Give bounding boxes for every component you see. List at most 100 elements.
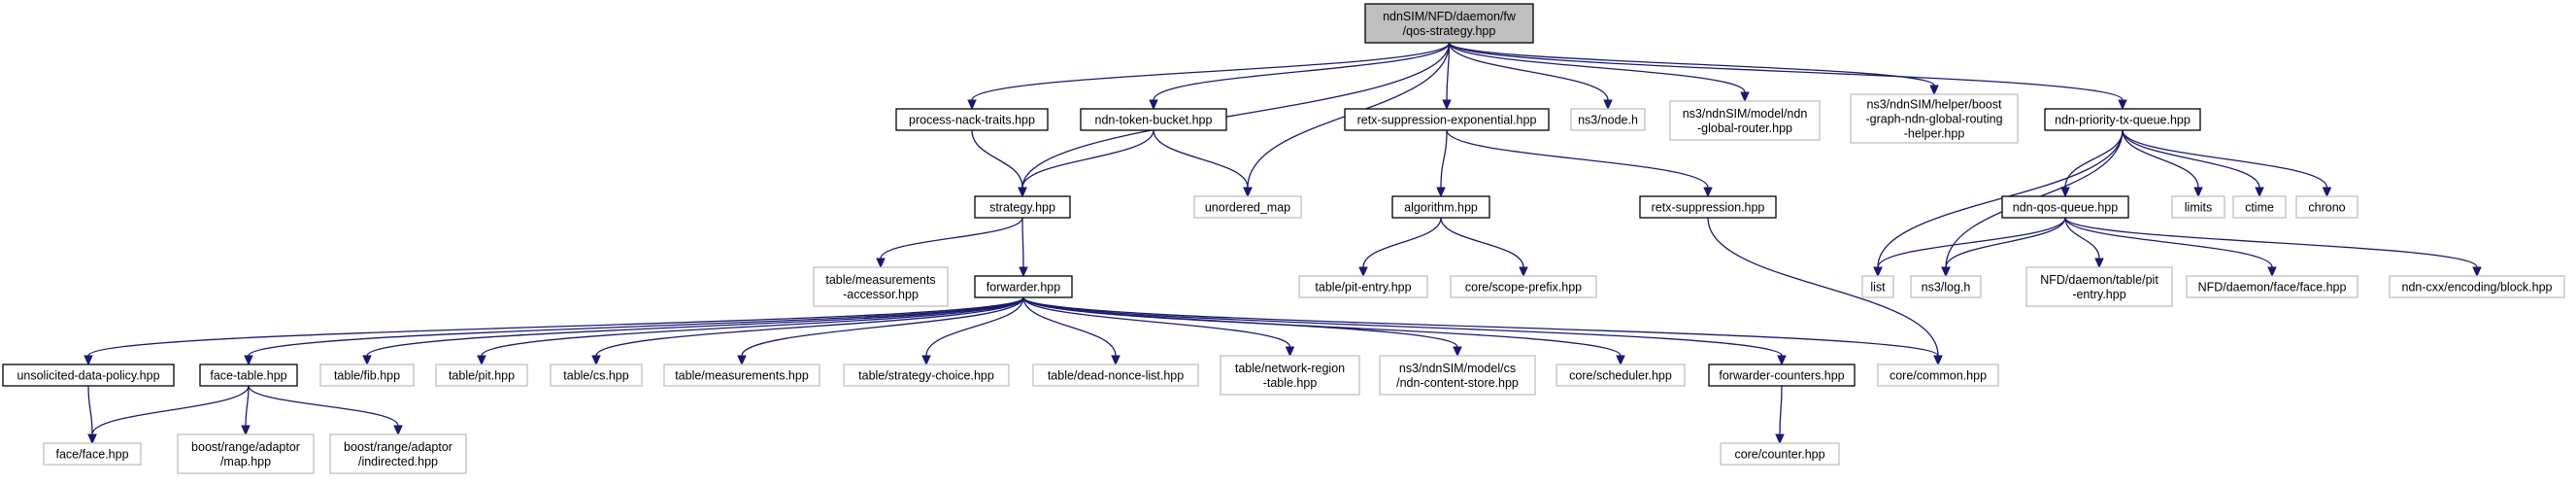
- edge-ndn_qos_queue-to-list: [1873, 217, 2066, 278]
- node-network-region-table: table/network-region-table.hpp: [1220, 355, 1360, 396]
- node-label: -graph-ndn-global-routing: [1865, 113, 2002, 126]
- edge-algorithm-to-pit_entry: [1358, 217, 1442, 278]
- node-label: /indirected.hpp: [358, 455, 438, 468]
- node-label: ctime: [2245, 201, 2274, 215]
- edge-ndn_priority_tx_queue-to-chrono: [2122, 129, 2332, 198]
- edge-forwarder-to-pit: [477, 296, 1024, 366]
- node-forwarder-counters[interactable]: forwarder-counters.hpp: [1708, 364, 1856, 387]
- edge-qos_strategy-to-ndn_token_bucket: [1149, 42, 1451, 111]
- node-unordered-map: unordered_map: [1193, 195, 1302, 219]
- edge-ndn_qos_queue-to-nfd_face: [2064, 217, 2277, 278]
- node-label: NFD/daemon/table/pit: [2040, 273, 2158, 287]
- node-label: retx-suppression-exponential.hpp: [1357, 114, 1537, 127]
- node-list: list: [1861, 275, 1894, 298]
- node-label: table/measurements.hpp: [675, 369, 809, 383]
- node-label: ns3/node.h: [1578, 114, 1638, 127]
- node-label: ns3/ndnSIM/model/ndn: [1683, 107, 1808, 121]
- node-label: table/pit-entry.hpp: [1315, 281, 1411, 294]
- node-label: /map.hpp: [220, 455, 271, 468]
- node-scope-prefix: core/scope-prefix.hpp: [1450, 275, 1597, 298]
- node-ndn-priority-tx-queue[interactable]: ndn-priority-tx-queue.hpp: [2044, 108, 2201, 131]
- node-label: -global-router.hpp: [1697, 121, 1792, 135]
- node-process-nack-traits[interactable]: process-nack-traits.hpp: [895, 108, 1049, 131]
- node-face-table[interactable]: face-table.hpp: [199, 364, 298, 387]
- node-common: core/common.hpp: [1877, 364, 1999, 387]
- node-label: table/network-region: [1235, 362, 1345, 375]
- node-label: ns3/ndnSIM/helper/boost: [1867, 98, 2003, 112]
- edge-forwarder-to-forwarder_counters: [1022, 296, 1787, 366]
- node-ndn-block: ndn-cxx/encoding/block.hpp: [2389, 275, 2565, 298]
- edge-forwarder-to-face_table: [244, 296, 1024, 366]
- edge-forwarder-to-network_region_table: [1022, 296, 1295, 358]
- node-label: ndn-qos-queue.hpp: [2013, 201, 2118, 215]
- edge-retx_suppression-to-common: [1707, 217, 1943, 366]
- node-label: /ndn-content-store.hpp: [1396, 376, 1519, 390]
- edge-forwarder-to-fib: [362, 296, 1024, 366]
- node-label: boost/range/adaptor: [344, 440, 452, 454]
- edge-forwarder-to-cs: [591, 296, 1024, 366]
- node-label: table/measurements: [825, 273, 935, 287]
- node-retx-suppression-exponential[interactable]: retx-suppression-exponential.hpp: [1344, 108, 1550, 131]
- node-label: ns3/log.h: [1922, 281, 1971, 294]
- node-forwarder[interactable]: forwarder.hpp: [974, 275, 1073, 298]
- node-retx-suppression[interactable]: retx-suppression.hpp: [1639, 195, 1777, 219]
- node-label: table/fib.hpp: [334, 369, 400, 383]
- node-label: core/scheduler.hpp: [1569, 369, 1672, 383]
- edge-ndn_qos_queue-to-ndn_block: [2064, 217, 2482, 278]
- node-strategy-choice: table/strategy-choice.hpp: [843, 364, 1010, 387]
- edge-process_nack_traits-to-strategy: [971, 129, 1027, 198]
- edge-forwarder-to-dead_nonce_list: [1022, 296, 1121, 366]
- node-label: retx-suppression.hpp: [1652, 201, 1765, 215]
- node-label: NFD/daemon/face/face.hpp: [2198, 281, 2347, 294]
- node-map-adaptor: boost/range/adaptor/map.hpp: [177, 433, 315, 474]
- node-dead-nonce-list: table/dead-nonce-list.hpp: [1032, 364, 1199, 387]
- edge-retx_suppression_exponential-to-retx_suppression: [1446, 129, 1713, 198]
- edge-forwarder-to-scheduler: [1022, 296, 1625, 366]
- node-limits: limits: [2171, 195, 2225, 219]
- edge-face_table-to-indirected_adaptor: [248, 385, 403, 436]
- node-pit: table/pit.hpp: [435, 364, 528, 387]
- node-label: forwarder-counters.hpp: [1719, 369, 1844, 383]
- node-ctime: ctime: [2232, 195, 2287, 219]
- node-label: list: [1870, 281, 1886, 294]
- node-label: ns3/ndnSIM/model/cs: [1399, 362, 1516, 375]
- edge-forwarder-to-common: [1022, 296, 1943, 366]
- node-label: -table.hpp: [1263, 376, 1318, 390]
- node-face: face/face.hpp: [43, 442, 142, 466]
- node-label: core/scope-prefix.hpp: [1465, 281, 1582, 294]
- edge-face_table-to-map_adaptor: [241, 385, 251, 436]
- node-ns3-log: ns3/log.h: [1910, 275, 1982, 298]
- node-pit-entry: table/pit-entry.hpp: [1298, 275, 1428, 298]
- edge-algorithm-to-scope_prefix: [1440, 217, 1528, 278]
- node-label: table/pit.hpp: [449, 369, 515, 383]
- node-label: core/counter.hpp: [1734, 448, 1824, 462]
- node-nfd-pit-entry: NFD/daemon/table/pit-entry.hpp: [2025, 266, 2173, 307]
- node-qos-strategy[interactable]: ndnSIM/NFD/daemon/fw/qos-strategy.hpp: [1364, 3, 1534, 44]
- edge-qos_strategy-to-ndn_priority_tx_queue: [1448, 42, 2127, 111]
- node-algorithm[interactable]: algorithm.hpp: [1391, 195, 1490, 219]
- edge-qos_strategy-to-process_nack_traits: [967, 42, 1451, 111]
- edge-ndn_qos_queue-to-ns3_log: [1941, 217, 2066, 278]
- node-unsolicited-data-policy[interactable]: unsolicited-data-policy.hpp: [2, 364, 175, 387]
- node-measurements-accessor: table/measurements-accessor.hpp: [813, 266, 949, 307]
- node-chrono: chrono: [2295, 195, 2359, 219]
- node-label: core/common.hpp: [1890, 369, 1987, 383]
- edge-strategy-to-measurements_accessor: [876, 217, 1023, 269]
- node-label: process-nack-traits.hpp: [909, 114, 1035, 127]
- node-fib: table/fib.hpp: [319, 364, 415, 387]
- edge-qos_strategy-to-ns3_node: [1448, 42, 1613, 111]
- node-label: chrono: [2308, 201, 2345, 215]
- edge-retx_suppression_exponential-to-algorithm: [1436, 129, 1448, 198]
- node-indirected-adaptor: boost/range/adaptor/indirected.hpp: [329, 433, 467, 474]
- node-label: face-table.hpp: [210, 369, 286, 383]
- node-label: table/strategy-choice.hpp: [858, 369, 994, 383]
- node-label: unsolicited-data-policy.hpp: [17, 369, 159, 383]
- node-ndn-qos-queue[interactable]: ndn-qos-queue.hpp: [2001, 195, 2129, 219]
- edge-forwarder-to-unsolicited_data_policy: [84, 296, 1024, 366]
- node-ndn-content-store: ns3/ndnSIM/model/cs/ndn-content-store.hp…: [1379, 355, 1536, 396]
- edge-forwarder-to-strategy_choice: [921, 296, 1024, 366]
- node-ndn-token-bucket[interactable]: ndn-token-bucket.hpp: [1080, 108, 1227, 131]
- edge-layer: [84, 42, 2482, 445]
- node-label: limits: [2185, 201, 2212, 215]
- node-strategy[interactable]: strategy.hpp: [974, 195, 1071, 219]
